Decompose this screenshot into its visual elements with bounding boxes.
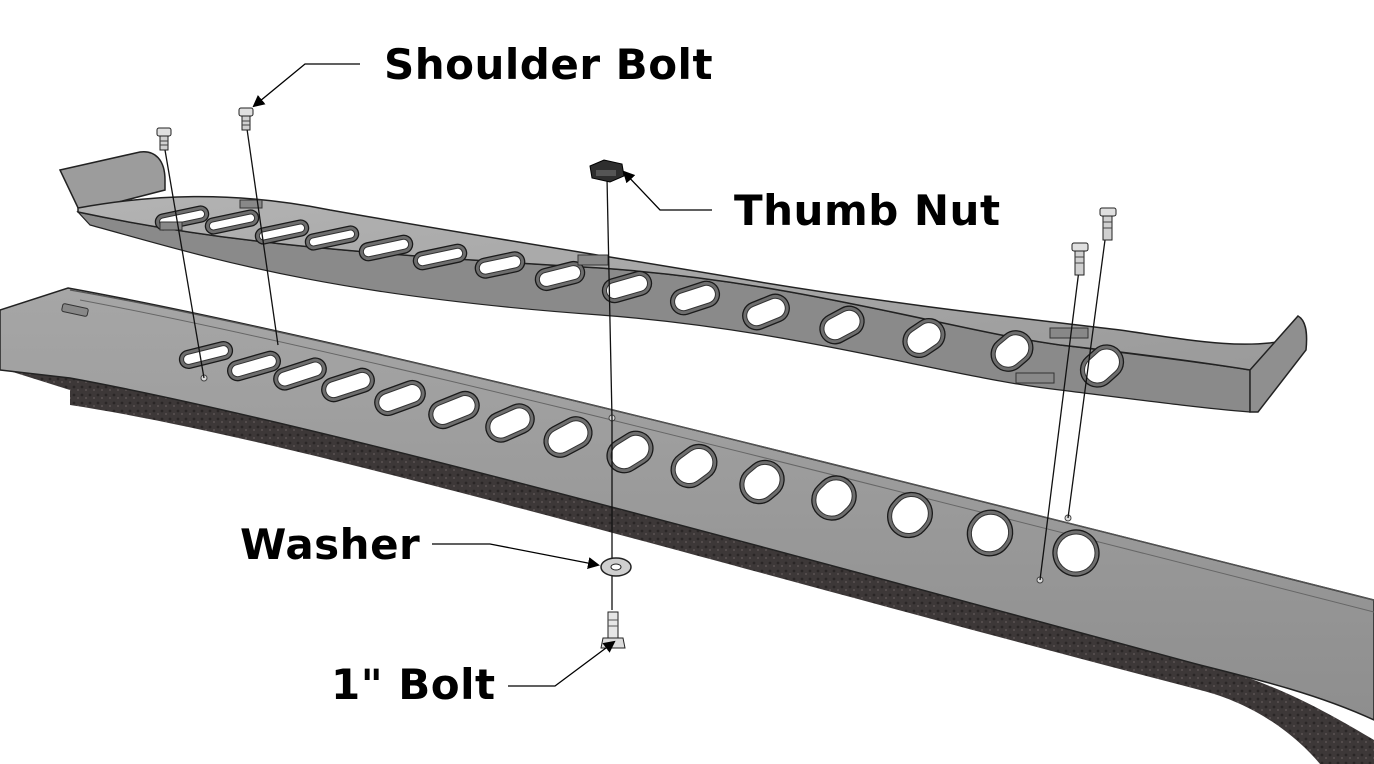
- plate-slot: [304, 225, 360, 251]
- plate-slot: [534, 260, 586, 292]
- base-slot: [1052, 529, 1100, 577]
- label-thumb-nut: Thumb Nut: [734, 186, 1001, 235]
- label-one-inch-bolt: 1" Bolt: [331, 660, 496, 709]
- top-plate: [58, 151, 1308, 413]
- shoulder-bolt-left-1: [156, 127, 172, 151]
- assembly-axes: [164, 121, 1108, 610]
- leader-thumb-nut: [622, 170, 712, 211]
- leader-washer: [432, 543, 600, 569]
- leader-shoulder-bolt: [252, 63, 360, 108]
- shoulder-bolt-left-2: [238, 107, 254, 131]
- washer: [600, 557, 632, 577]
- base-slot: [606, 430, 654, 474]
- plate-slot: [601, 270, 653, 304]
- shoulder-bolt-right-1: [1099, 207, 1117, 241]
- shoulder-bolt-right-2: [1071, 242, 1089, 276]
- plate-slot: [412, 243, 468, 271]
- plate-slot: [1079, 344, 1125, 388]
- callout-leaders: [252, 63, 712, 687]
- base-slot: [966, 509, 1014, 557]
- base-slot: [811, 475, 857, 521]
- plate-slot: [204, 209, 260, 235]
- leader-one-inch-bolt: [508, 640, 616, 687]
- base-slot: [321, 367, 375, 403]
- label-washer: Washer: [240, 520, 421, 569]
- plate-slot: [819, 305, 865, 345]
- base-slot-group: [178, 340, 1100, 577]
- thumb-nut: [589, 159, 625, 183]
- base-slot: [178, 340, 234, 370]
- plate-slot: [902, 317, 946, 359]
- base-slot: [227, 350, 281, 382]
- base-slot: [485, 403, 535, 443]
- base-slot: [273, 357, 327, 391]
- plate-slot: [254, 219, 310, 245]
- plate-slot: [358, 234, 414, 262]
- base-slot: [887, 491, 933, 539]
- label-shoulder-bolt: Shoulder Bolt: [384, 40, 714, 89]
- base-slot: [428, 390, 480, 430]
- base-slot: [543, 416, 593, 458]
- base-slot: [670, 443, 718, 489]
- plate-slot: [990, 330, 1034, 372]
- plate-slot: [742, 293, 790, 331]
- plate-slot: [474, 251, 526, 279]
- base-slot: [374, 379, 426, 417]
- base-slot: [739, 459, 785, 505]
- plate-slot: [669, 280, 721, 316]
- base-bar: [0, 287, 1374, 764]
- plate-slot-group: [154, 205, 1125, 388]
- base-edge: [0, 368, 1374, 764]
